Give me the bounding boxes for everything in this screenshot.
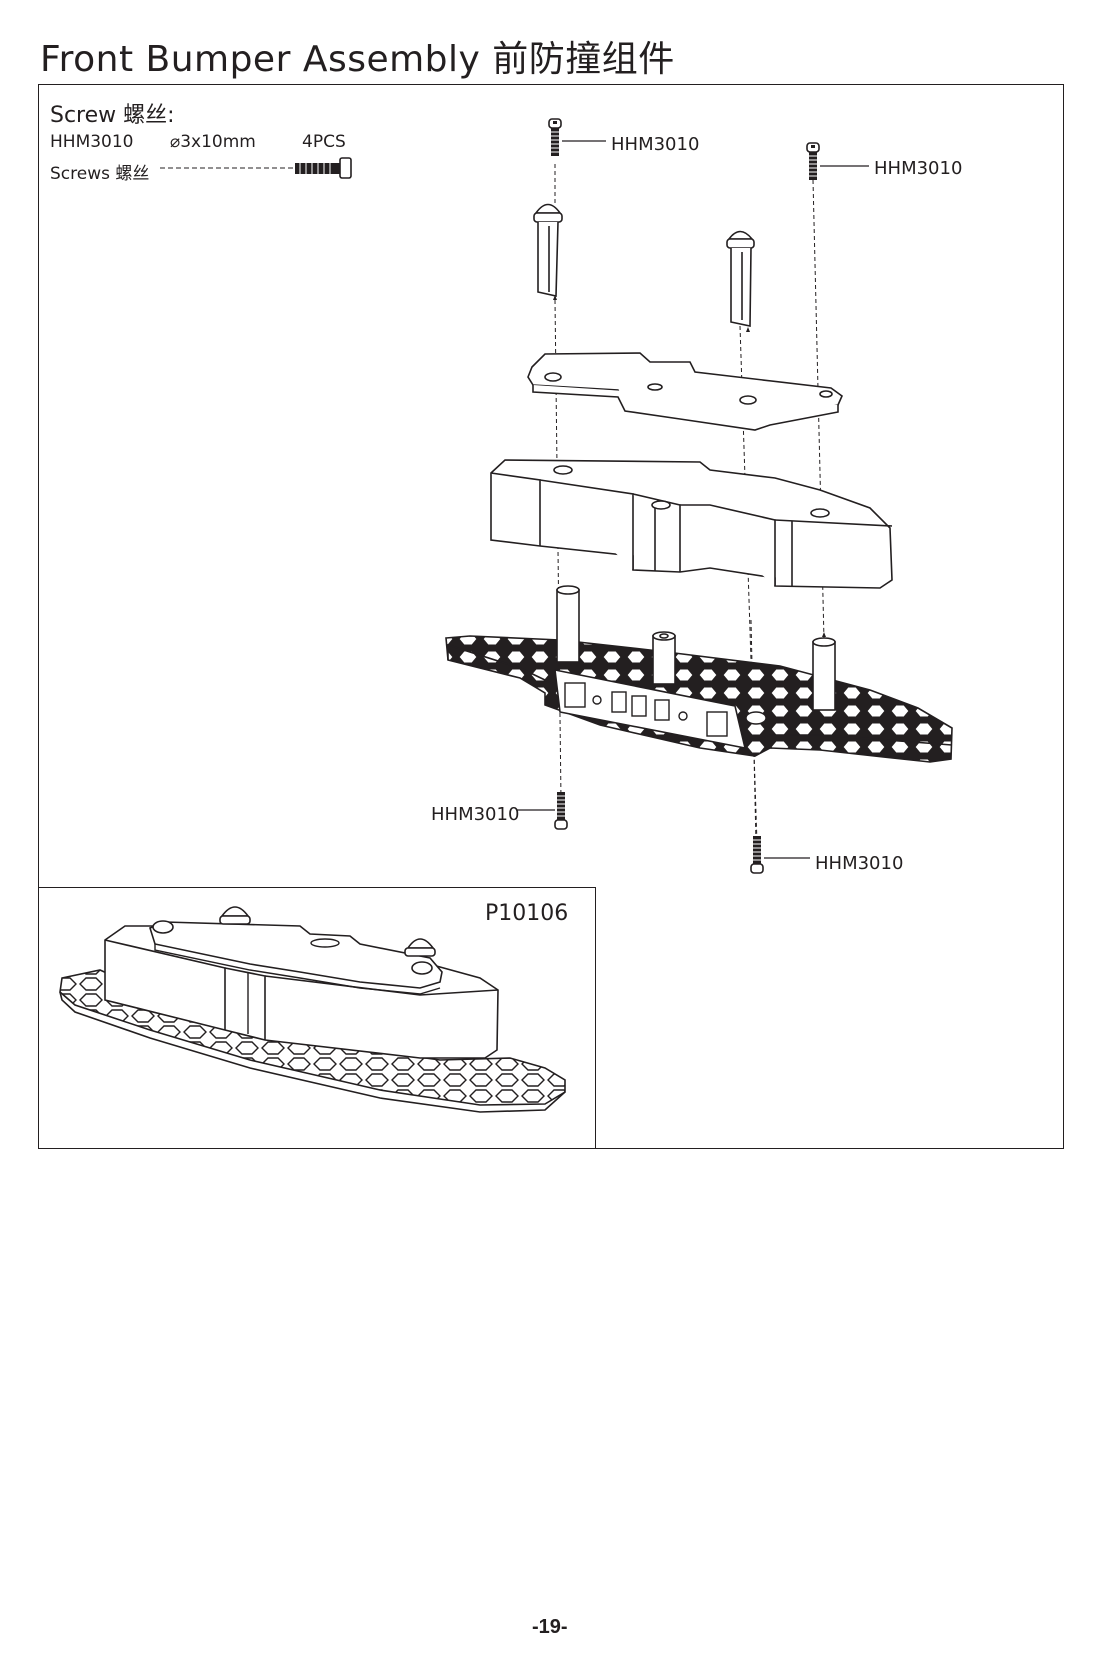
foam-bumper-block [490, 459, 893, 589]
parts-list-name: Screws 螺丝 [50, 164, 150, 184]
standoff-post-left [533, 203, 563, 297]
bumper-frame [445, 585, 953, 763]
callout-screw-top-left: HHM3010 [611, 134, 700, 155]
assembled-bumper-illustration [59, 906, 566, 1113]
parts-list-heading: Screw 螺丝: [50, 103, 175, 128]
page-number: -19- [532, 1616, 568, 1638]
page-title: Front Bumper Assembly 前防撞组件 [40, 39, 675, 80]
callout-screw-top-right: HHM3010 [874, 158, 963, 179]
assembled-view-inset [38, 887, 596, 1149]
screw-top-right [806, 142, 869, 181]
callout-screw-bottom-right: HHM3010 [815, 853, 904, 874]
inset-part-code: P10106 [485, 901, 569, 926]
parts-list-size: ⌀3x10mm [170, 132, 256, 152]
screw-bottom-left [517, 791, 568, 830]
standoff-post-right [726, 230, 755, 327]
parts-list-part-number: HHM3010 [50, 132, 134, 152]
parts-list-screw-icon [160, 157, 352, 179]
parts-list-quantity: 4PCS [302, 132, 346, 152]
top-plate [527, 352, 843, 431]
screw-bottom-right [750, 835, 810, 874]
callout-screw-bottom-left: HHM3010 [431, 804, 520, 825]
screw-top-left [548, 118, 606, 157]
